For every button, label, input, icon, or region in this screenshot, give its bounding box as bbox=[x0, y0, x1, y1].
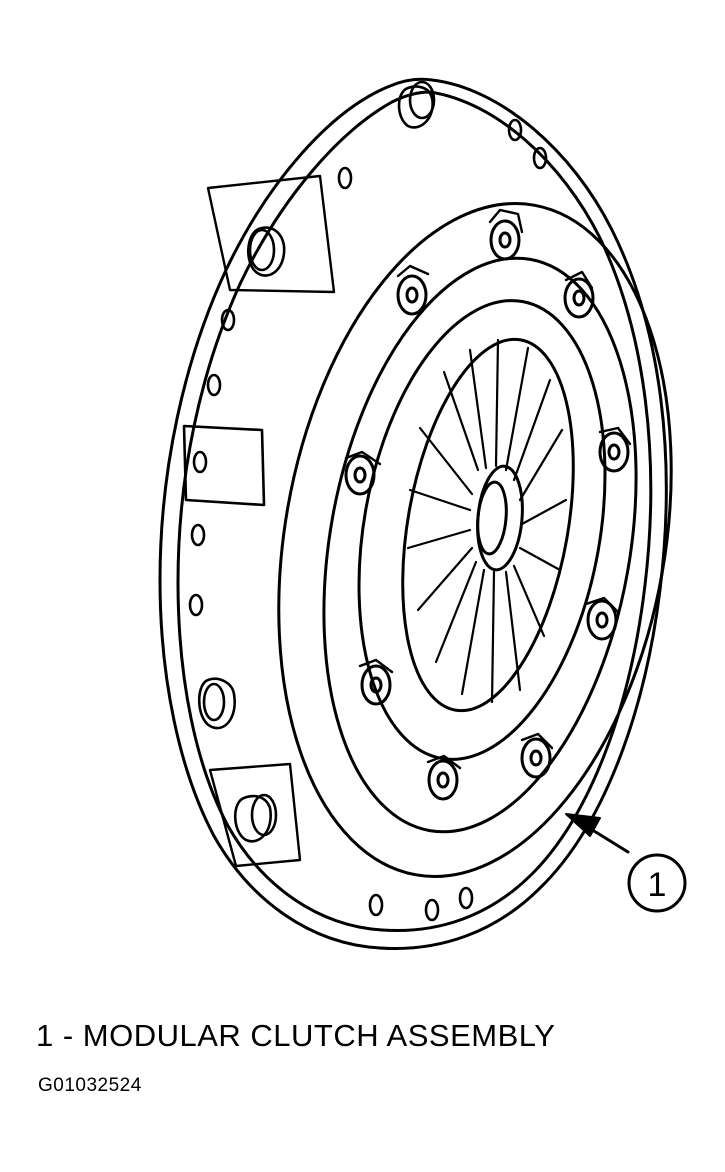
rivet bbox=[360, 664, 392, 706]
housing-cutout-lower bbox=[208, 762, 302, 868]
diaphragm-opening bbox=[401, 337, 575, 713]
rivet bbox=[520, 737, 552, 779]
rivet bbox=[489, 219, 521, 261]
callout-arrow bbox=[565, 813, 630, 854]
outer-housing bbox=[158, 77, 668, 950]
hub-center bbox=[476, 464, 524, 572]
figure-caption: 1 - MODULAR CLUTCH ASSEMBLY bbox=[36, 1018, 556, 1053]
cover-inner bbox=[322, 256, 638, 834]
callout-number: 1 bbox=[648, 866, 667, 904]
rivet bbox=[598, 431, 630, 473]
rivet bbox=[586, 599, 618, 641]
strap-clips bbox=[344, 208, 632, 770]
callout-circle bbox=[627, 853, 687, 913]
clutch-assembly-illustration: 1 bbox=[158, 77, 687, 950]
hub-inner bbox=[476, 480, 508, 556]
housing-cutout bbox=[206, 174, 336, 294]
rivet bbox=[563, 277, 595, 319]
diaphragm-fingers bbox=[406, 338, 568, 704]
cover-outer bbox=[277, 202, 673, 878]
rivet bbox=[344, 454, 376, 496]
mounting-holes bbox=[188, 118, 548, 922]
pressure-plate-ring bbox=[357, 299, 607, 761]
rivet bbox=[427, 759, 459, 801]
mounting-lugs bbox=[197, 80, 436, 843]
rivet bbox=[396, 274, 428, 316]
housing-tab bbox=[182, 424, 266, 507]
figure-id: G01032524 bbox=[38, 1075, 142, 1096]
pressure-plate-rivets bbox=[344, 219, 630, 801]
outer-rim-inner bbox=[176, 90, 653, 933]
